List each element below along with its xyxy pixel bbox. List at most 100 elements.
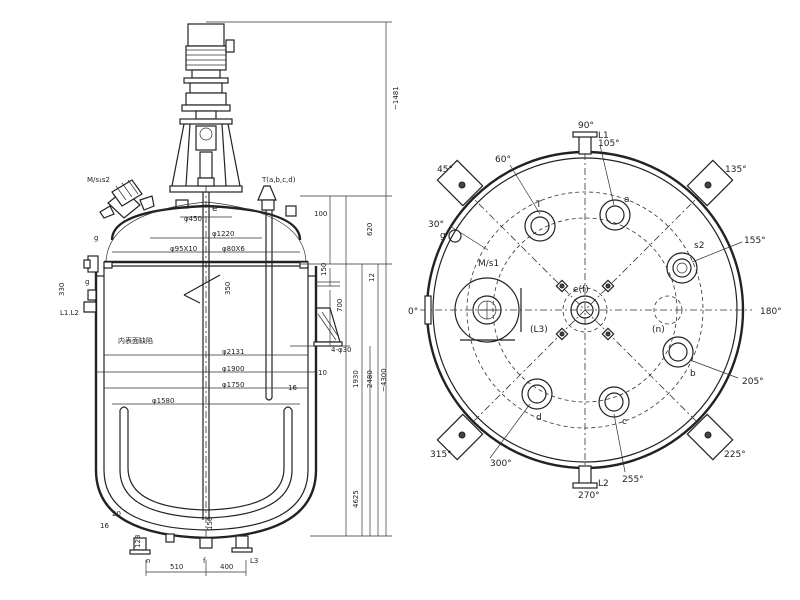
dim-350: 350 bbox=[224, 282, 232, 295]
support-lug-45 bbox=[436, 159, 484, 207]
plan-view: L1 L2 M/s1 bbox=[408, 121, 782, 501]
label-e: e bbox=[212, 204, 218, 214]
nozzle-L1 bbox=[572, 131, 598, 155]
dim-510: 510 bbox=[170, 563, 183, 571]
left-nozzles bbox=[83, 255, 99, 313]
dim-2480: 2480 bbox=[366, 370, 374, 388]
support-lug-315 bbox=[436, 413, 484, 461]
dim-620: 620 bbox=[366, 223, 374, 236]
angle-155: 155° bbox=[744, 236, 766, 246]
agitator-frame bbox=[169, 118, 243, 193]
nozzle-a bbox=[599, 199, 631, 231]
plan-label-g: g bbox=[440, 231, 446, 241]
dim-20: 20 bbox=[112, 510, 121, 518]
label-l1l2: L1.L2 bbox=[60, 309, 79, 317]
nozzle-T bbox=[524, 210, 556, 242]
label-thermo: T(a,b,c,d) bbox=[261, 176, 296, 184]
dim-d1220: φ1220 bbox=[212, 230, 234, 238]
nozzle-s2 bbox=[666, 252, 698, 284]
angle-105: 105° bbox=[598, 139, 620, 149]
bottom-nozzles bbox=[129, 533, 253, 555]
vertical-dims bbox=[206, 21, 392, 537]
center-shaft-plan bbox=[562, 287, 608, 333]
note-inner: 内表面缺陷 bbox=[118, 336, 153, 345]
flange-bolts bbox=[555, 279, 615, 341]
label-g: g bbox=[85, 278, 89, 286]
dim-1481: ~1481 bbox=[392, 86, 400, 110]
horizontal-dims bbox=[96, 216, 316, 576]
angle-0: 0° bbox=[408, 307, 418, 317]
angle-180: 180° bbox=[760, 307, 782, 317]
manhole-plan bbox=[454, 277, 522, 343]
dim-330: 330 bbox=[58, 283, 66, 296]
nozzle-g bbox=[448, 229, 462, 243]
plan-label-L3: (L3) bbox=[530, 325, 548, 335]
label-g-top: g bbox=[94, 234, 98, 242]
plan-label-n: (n) bbox=[652, 325, 665, 335]
motor bbox=[183, 23, 235, 84]
angle-leaders bbox=[449, 144, 743, 473]
inner-coil bbox=[119, 410, 293, 519]
dim-400: 400 bbox=[220, 563, 233, 571]
dim-d2131: φ2131 bbox=[222, 348, 244, 356]
angle-30: 30° bbox=[428, 220, 444, 230]
angle-45: 45° bbox=[437, 165, 453, 175]
manhole bbox=[99, 179, 155, 219]
angle-315: 315° bbox=[430, 450, 452, 460]
nozzle-b bbox=[662, 336, 694, 368]
angle-205: 205° bbox=[742, 377, 764, 387]
dim-128: 128 bbox=[134, 535, 142, 548]
plan-label-d: d bbox=[536, 413, 542, 423]
plan-label-c: c bbox=[622, 417, 627, 427]
angle-255: 255° bbox=[622, 475, 644, 485]
nozzle-L2 bbox=[572, 465, 598, 489]
reducer bbox=[181, 82, 231, 120]
label-holes: 4-φ30 bbox=[331, 346, 352, 354]
thermowell bbox=[257, 185, 277, 401]
plan-label-T: T bbox=[535, 200, 542, 210]
dim-d1900: φ1900 bbox=[222, 365, 244, 373]
dim-d80: φ80X6 bbox=[222, 245, 245, 253]
angle-90: 90° bbox=[578, 121, 594, 131]
label-l3: L3 bbox=[250, 557, 258, 565]
dim-16: 16 bbox=[288, 384, 297, 392]
dim-4625: 4625 bbox=[352, 490, 360, 508]
elevation-view: e M/s₁s2 T(a,b,c,d) bbox=[58, 21, 400, 576]
label-f: f bbox=[203, 557, 206, 565]
nozzle-c bbox=[598, 386, 630, 418]
angle-60: 60° bbox=[495, 155, 511, 165]
head-nozzle-right bbox=[285, 205, 297, 217]
plan-label-L2: L2 bbox=[598, 479, 609, 489]
dim-d450: φ450 bbox=[184, 215, 202, 223]
angle-225: 225° bbox=[724, 450, 746, 460]
support-lug-135 bbox=[686, 159, 734, 207]
label-manhole: M/s₁s2 bbox=[87, 176, 110, 184]
plan-label-s2: s2 bbox=[694, 241, 704, 251]
dim-16b: 16 bbox=[100, 522, 109, 530]
dim-150: 150 bbox=[320, 263, 328, 276]
dim-150b: 150 bbox=[206, 517, 214, 530]
dim-4300: ~4300 bbox=[380, 368, 388, 392]
support-lug-225 bbox=[686, 413, 734, 461]
support-lug bbox=[313, 307, 343, 347]
dim-d1750: φ1750 bbox=[222, 381, 244, 389]
dim-12: 12 bbox=[368, 273, 376, 282]
plan-label-a: a bbox=[624, 195, 630, 205]
angle-270: 270° bbox=[578, 491, 600, 501]
paddle bbox=[183, 274, 221, 304]
nozzle-0deg bbox=[424, 295, 432, 325]
dim-10: 10 bbox=[318, 369, 327, 377]
dim-100: 100 bbox=[314, 210, 327, 218]
dim-d95: φ95X10 bbox=[170, 245, 197, 253]
angle-300: 300° bbox=[490, 459, 512, 469]
label-n: n bbox=[146, 557, 150, 565]
plan-label-L1: L1 bbox=[598, 131, 609, 141]
dim-1930: 1930 bbox=[352, 370, 360, 388]
plan-label-ef: e(f) bbox=[573, 285, 589, 295]
nozzle-d bbox=[521, 378, 553, 410]
plan-label-ms1: M/s1 bbox=[478, 259, 499, 269]
angle-135: 135° bbox=[725, 165, 747, 175]
dim-700: 700 bbox=[336, 299, 344, 312]
plan-label-b: b bbox=[690, 369, 696, 379]
